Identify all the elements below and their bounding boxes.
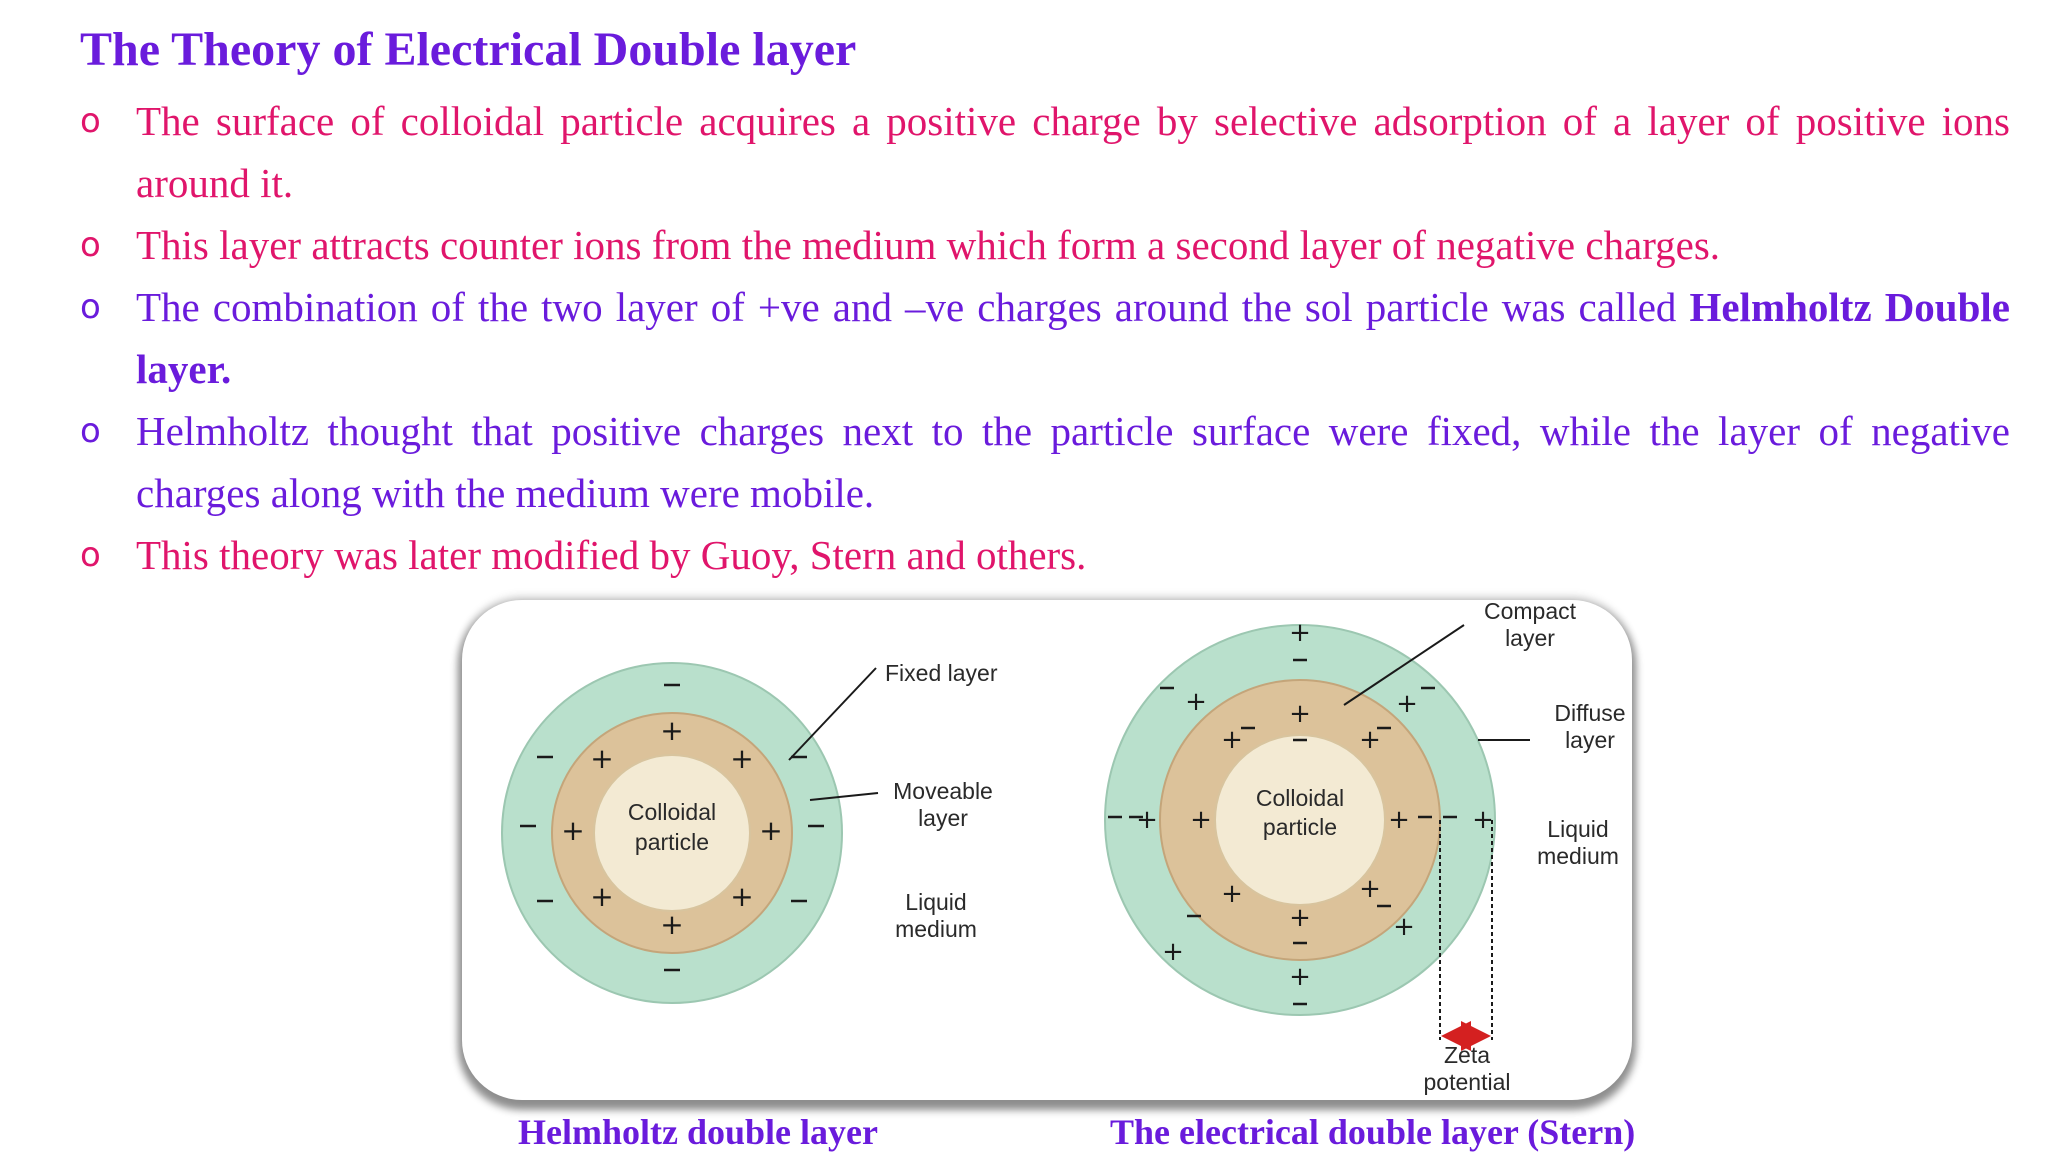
svg-text:+: + bbox=[1221, 725, 1243, 755]
moveable-layer-label-line1: Moveable bbox=[893, 778, 993, 804]
page-title: The Theory of Electrical Double layer bbox=[80, 23, 857, 76]
negative-charges bbox=[520, 683, 824, 972]
svg-text:+: + bbox=[1289, 699, 1311, 729]
svg-text:+: + bbox=[660, 714, 683, 747]
bullet-text: The surface of colloidal particle acquir… bbox=[136, 98, 2010, 206]
bullet-marker: o bbox=[80, 411, 101, 451]
svg-text:+: + bbox=[1162, 937, 1184, 967]
svg-text:+: + bbox=[1289, 903, 1311, 933]
positive-charges: + + + + + + + + bbox=[561, 714, 782, 941]
svg-text:+: + bbox=[1472, 805, 1494, 835]
svg-text:+: + bbox=[561, 814, 584, 847]
bullet-text: This theory was later modified by Guoy, … bbox=[136, 532, 1087, 578]
compact-layer-label-line2: layer bbox=[1505, 625, 1555, 651]
svg-text:+: + bbox=[1185, 687, 1207, 717]
moveable-layer-leader bbox=[809, 792, 879, 801]
svg-text:+: + bbox=[1190, 805, 1212, 835]
liquid-medium-label-line2: medium bbox=[895, 916, 977, 942]
svg-text:+: + bbox=[730, 742, 753, 775]
liquid-medium-label-line1: Liquid bbox=[905, 889, 966, 915]
negative-charges bbox=[1108, 658, 1457, 1006]
helmholtz-caption: Helmholtz double layer bbox=[518, 1112, 878, 1152]
compact-layer-label-line1: Compact bbox=[1484, 598, 1577, 624]
particle-label-line2: particle bbox=[635, 829, 709, 855]
compact-layer-leader bbox=[1343, 624, 1465, 706]
helmholtz-diagram: Colloidal particle + + + + + + + + Fixed… bbox=[501, 660, 998, 1004]
positive-charges: + + + + + + + + + + + + + + + + bbox=[1136, 618, 1494, 992]
liquid-medium-label-line2: medium bbox=[1537, 843, 1619, 869]
svg-text:+: + bbox=[1359, 725, 1381, 755]
svg-text:+: + bbox=[1396, 689, 1418, 719]
diffuse-layer-label-line1: Diffuse bbox=[1554, 700, 1625, 726]
liquid-medium-label-line1: Liquid bbox=[1547, 816, 1608, 842]
diffuse-layer-label-line2: layer bbox=[1565, 727, 1615, 753]
particle-label-line1: Colloidal bbox=[628, 799, 716, 825]
zeta-potential-label-line2: potential bbox=[1424, 1069, 1511, 1095]
bullet-marker: o bbox=[80, 535, 101, 575]
svg-text:+: + bbox=[1221, 879, 1243, 909]
svg-text:+: + bbox=[1289, 962, 1311, 992]
moveable-layer-label-line2: layer bbox=[918, 805, 968, 831]
bullet-text: This layer attracts counter ions from th… bbox=[136, 222, 1721, 268]
svg-text:+: + bbox=[660, 908, 683, 941]
bullet-marker: o bbox=[80, 101, 101, 141]
fixed-layer-leader bbox=[788, 667, 877, 761]
svg-text:+: + bbox=[1136, 805, 1158, 835]
fixed-layer-label: Fixed layer bbox=[885, 660, 998, 686]
colloidal-particle-core bbox=[1214, 734, 1386, 906]
svg-text:+: + bbox=[590, 742, 613, 775]
bullet-text: Helmholtz thought that positive charges … bbox=[136, 408, 2010, 516]
svg-text:+: + bbox=[1289, 618, 1311, 648]
stern-caption: The electrical double layer (Stern) bbox=[1110, 1112, 1636, 1152]
bullet-marker: o bbox=[80, 225, 101, 265]
svg-text:+: + bbox=[1359, 874, 1381, 904]
svg-text:+: + bbox=[759, 814, 782, 847]
particle-label-line1: Colloidal bbox=[1256, 785, 1344, 811]
stern-diagram: Colloidal particle + + + + + + + + + + +… bbox=[1104, 598, 1626, 1095]
svg-text:+: + bbox=[590, 880, 613, 913]
svg-text:+: + bbox=[730, 880, 753, 913]
particle-label-line2: particle bbox=[1263, 814, 1337, 840]
svg-text:+: + bbox=[1393, 912, 1415, 942]
colloidal-particle-core bbox=[593, 754, 751, 912]
bullet-bold-term: Helmholtz Double layer. bbox=[136, 284, 2011, 392]
zeta-potential-label-line1: Zeta bbox=[1444, 1042, 1490, 1068]
bullet-marker: o bbox=[80, 287, 101, 327]
bullet-text: The combination of the two layer of +ve … bbox=[136, 284, 2011, 392]
svg-text:+: + bbox=[1388, 805, 1410, 835]
